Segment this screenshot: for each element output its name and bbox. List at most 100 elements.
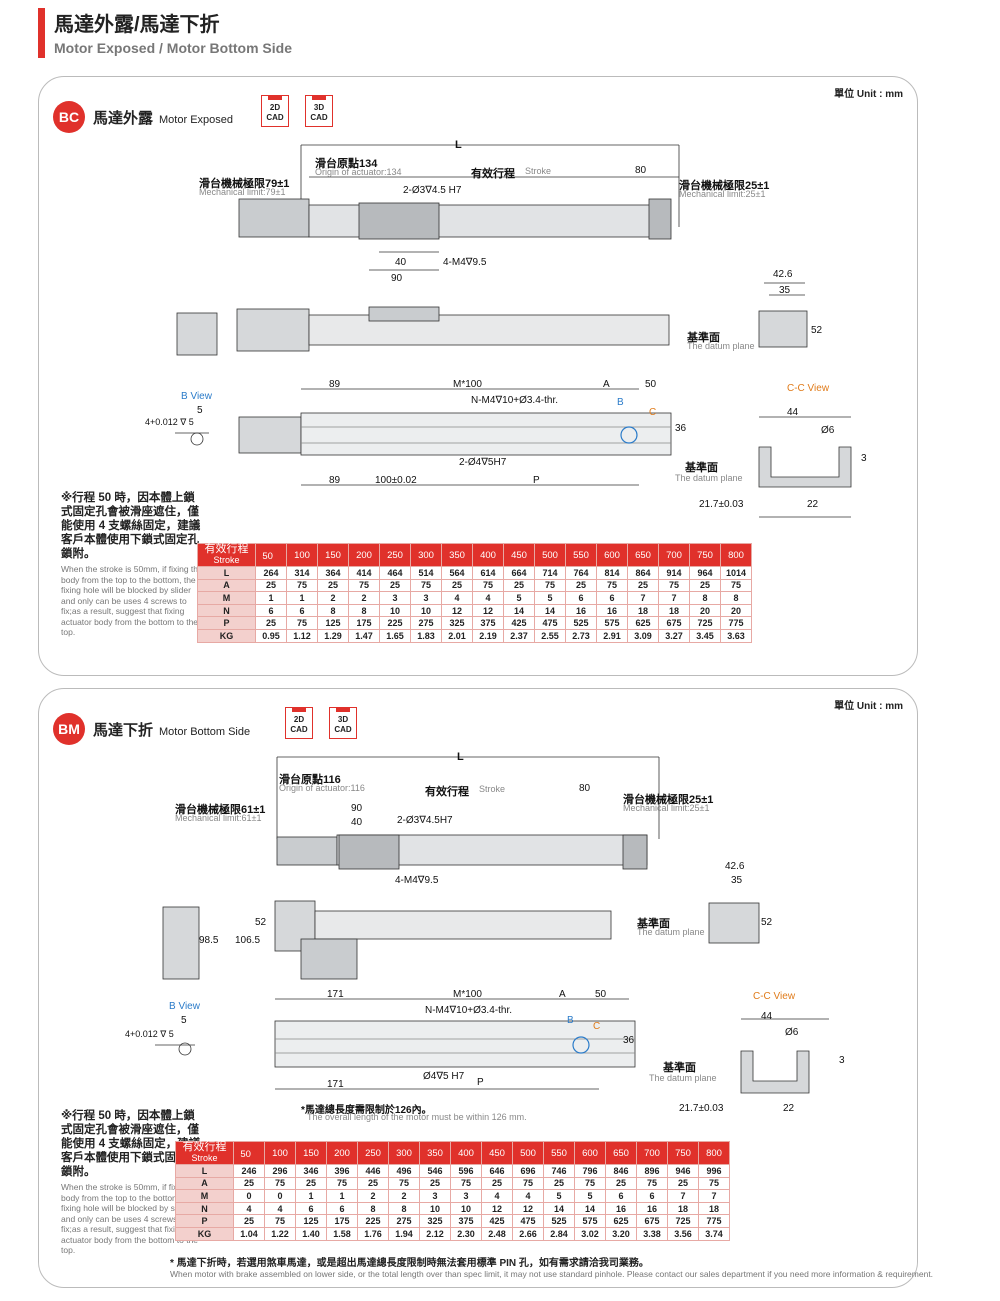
table-cell: 814: [596, 566, 628, 580]
row-header: P: [197, 616, 256, 630]
table-cell: 5: [543, 1189, 575, 1203]
table-cell: 6: [255, 603, 287, 618]
header-accent-bar: [38, 8, 45, 58]
table-cell: 12: [512, 1201, 544, 1216]
table-cell: 25: [543, 1176, 575, 1191]
table-cell: 25: [481, 1176, 513, 1191]
dim-40: 40: [395, 257, 407, 268]
table-cell: 18: [698, 1201, 730, 1216]
table-cell: 25: [233, 1214, 265, 1228]
stroke-col-header: 400: [450, 1141, 482, 1165]
stroke-col-header: 150: [295, 1141, 327, 1165]
row-header: N: [197, 603, 256, 618]
table-cell: 25: [317, 578, 349, 593]
table-cell: 625: [605, 1214, 637, 1228]
datum-label-en: The datum plane: [687, 341, 755, 351]
stroke-note-en: When the stroke is 50mm, if fixing the b…: [61, 564, 203, 637]
dim-80: 80: [579, 783, 591, 794]
stroke-col-header: 550: [543, 1141, 575, 1165]
table-cell: 75: [410, 578, 442, 593]
table-cell: 296: [264, 1164, 296, 1178]
table-cell: 4: [233, 1201, 265, 1216]
table-cell: 5: [503, 591, 535, 605]
stroke-label: 有效行程: [425, 786, 469, 798]
table-cell: 1.40: [295, 1226, 327, 1241]
table-cell: 1: [295, 1189, 327, 1203]
stroke-col-header: 50※: [255, 543, 287, 567]
star-marker: ※: [250, 1145, 258, 1155]
table-cell: 8: [689, 591, 721, 605]
stroke-col-header: 750: [689, 543, 721, 567]
stroke-col-header: 100: [286, 543, 318, 567]
table-cell: 10: [379, 603, 411, 618]
table-cell: 75: [574, 1176, 606, 1191]
table-cell: 5: [574, 1189, 606, 1203]
datum-label-2-en: The datum plane: [649, 1073, 717, 1083]
table-cell: 1.29: [317, 628, 349, 643]
table-cell: 8: [388, 1201, 420, 1216]
section-B-marker: B: [617, 397, 624, 408]
dim-L: L: [457, 751, 464, 763]
table-cell: 764: [565, 566, 597, 580]
stroke-col-value: 50: [262, 551, 273, 563]
stroke-col-header: 400: [472, 543, 504, 567]
table-cell: 25: [441, 578, 473, 593]
table-cell: 414: [348, 566, 380, 580]
table-cell: 775: [720, 616, 752, 630]
dim-5: 5: [181, 1015, 187, 1026]
dim-89-top: 89: [329, 379, 341, 390]
table-cell: 6: [636, 1189, 668, 1203]
datum-label: 基準面: [687, 332, 720, 344]
row-header: N: [175, 1201, 234, 1216]
stroke-col-header: 750: [667, 1141, 699, 1165]
table-cell: 16: [636, 1201, 668, 1216]
table-cell: 25: [565, 578, 597, 593]
table-cell: 0.95: [255, 628, 287, 643]
table-cell: 6: [596, 591, 628, 605]
nm4-spec: N-M4∇10+Ø3.4-thr.: [471, 395, 559, 406]
hole-spec-1: 2-Ø3∇4.5 H7: [403, 185, 462, 196]
table-cell: 2: [388, 1189, 420, 1203]
table-cell: 3.45: [689, 628, 721, 643]
table-cell: 6: [565, 591, 597, 605]
table-cell: 6: [295, 1201, 327, 1216]
datum-label-2: 基準面: [685, 462, 718, 474]
table-cell: 4: [472, 591, 504, 605]
row-header: L: [175, 1164, 234, 1178]
hole-spec-2: Ø4∇5 H7: [423, 1071, 465, 1082]
stroke-col-header: 300: [388, 1141, 420, 1165]
table-cell: 325: [441, 616, 473, 630]
table-cell: 1: [286, 591, 318, 605]
table-cell: 575: [574, 1214, 606, 1228]
stroke-col-header: 600: [574, 1141, 606, 1165]
stroke-col-header: 700: [658, 543, 690, 567]
mech-limit-left: 滑台機械極限79±1: [199, 178, 290, 190]
table-cell: 2.84: [543, 1226, 575, 1241]
star-marker: ※: [272, 547, 280, 557]
table-cell: 464: [379, 566, 411, 580]
table-cell: 14: [503, 603, 535, 618]
table-cell: 496: [388, 1164, 420, 1178]
dim-171-bottom: 171: [327, 1079, 344, 1090]
mech-limit-left-en: Mechanical limit:79±1: [199, 187, 286, 197]
table-cell: 575: [596, 616, 628, 630]
section-title-zh: 馬達外露: [93, 110, 154, 127]
table-cell: 75: [264, 1214, 296, 1228]
table-cell: 2.66: [512, 1226, 544, 1241]
b-view-label: B View: [181, 391, 212, 402]
table-cell: 3.74: [698, 1226, 730, 1241]
table-cell: 25: [689, 578, 721, 593]
table-cell: 1.47: [348, 628, 380, 643]
table-cell: 525: [565, 616, 597, 630]
datum-label-2-en: The datum plane: [675, 473, 743, 483]
mech-limit-right: 滑台機械極限25±1: [623, 794, 714, 806]
dim-P: P: [533, 475, 540, 486]
table-cell: 725: [689, 616, 721, 630]
